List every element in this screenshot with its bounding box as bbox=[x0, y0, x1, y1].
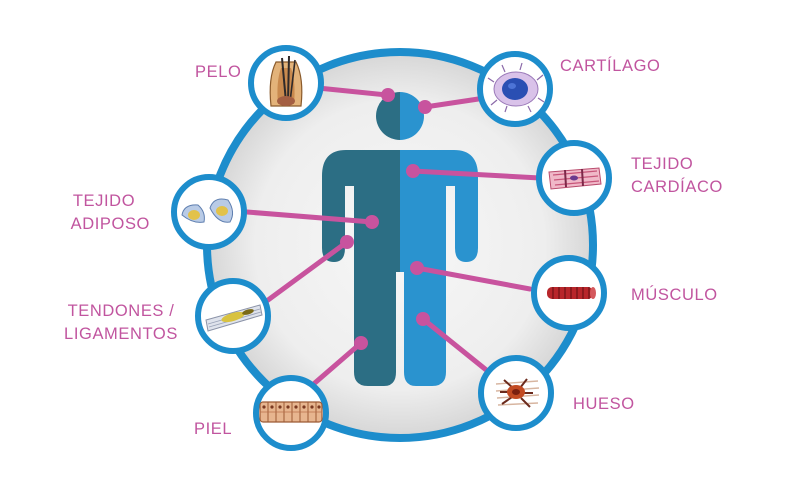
label-tejido-cardiaco: TEJIDO CARDÍACO bbox=[631, 153, 723, 199]
label-cartilago: CARTÍLAGO bbox=[560, 55, 660, 78]
muscle-fiber-icon bbox=[547, 287, 596, 299]
connector-adiposo bbox=[244, 209, 375, 225]
node-cartilago bbox=[477, 51, 553, 127]
bone-cell-icon bbox=[495, 378, 540, 408]
node-cardiaco bbox=[536, 140, 612, 216]
label-musculo: MÚSCULO bbox=[631, 284, 718, 307]
cartilage-cell-icon bbox=[487, 62, 545, 113]
label-piel: PIEL bbox=[194, 418, 232, 441]
tendon-icon bbox=[205, 304, 263, 332]
node-pelo bbox=[248, 45, 324, 121]
node-tendones bbox=[195, 278, 271, 354]
label-cartilago-text: CARTÍLAGO bbox=[560, 57, 661, 75]
fat-cells-icon bbox=[181, 198, 234, 223]
node-musculo bbox=[531, 255, 607, 331]
label-tejido-cardiaco-line2: CARDÍACO bbox=[631, 178, 723, 196]
label-piel-text: PIEL bbox=[194, 420, 233, 438]
label-tendones-ligamentos: TENDONES / LIGAMENTOS bbox=[60, 300, 182, 346]
connector-pelo bbox=[315, 85, 390, 98]
label-tejido-cardiaco-line1: TEJIDO bbox=[631, 155, 694, 173]
label-tendones-line2: LIGAMENTOS bbox=[64, 325, 178, 343]
connector-hueso bbox=[420, 316, 493, 376]
node-hueso bbox=[478, 355, 554, 431]
node-adiposo bbox=[171, 174, 247, 250]
label-pelo: PELO bbox=[195, 61, 241, 84]
hair-follicle-icon bbox=[269, 55, 303, 107]
connector-musculo bbox=[414, 265, 533, 292]
label-hueso: HUESO bbox=[573, 393, 635, 416]
label-hueso-text: HUESO bbox=[573, 395, 635, 413]
skin-cells-icon bbox=[259, 401, 323, 423]
node-piel bbox=[253, 375, 329, 451]
connectors bbox=[244, 85, 543, 391]
label-tendones-line1: TENDONES / bbox=[67, 302, 175, 320]
connector-piel bbox=[306, 340, 364, 391]
cardiac-tissue-icon bbox=[548, 167, 602, 190]
label-pelo-text: PELO bbox=[195, 63, 242, 81]
label-tejido-adiposo-line1: TEJIDO bbox=[72, 192, 136, 210]
connector-cardiaco bbox=[410, 168, 543, 181]
label-tejido-adiposo: TEJIDO ADIPOSO bbox=[58, 190, 150, 236]
connector-tendones bbox=[261, 239, 350, 306]
label-tejido-adiposo-line2: ADIPOSO bbox=[70, 215, 150, 233]
connector-cartilago bbox=[422, 95, 488, 110]
label-musculo-text: MÚSCULO bbox=[631, 286, 718, 304]
